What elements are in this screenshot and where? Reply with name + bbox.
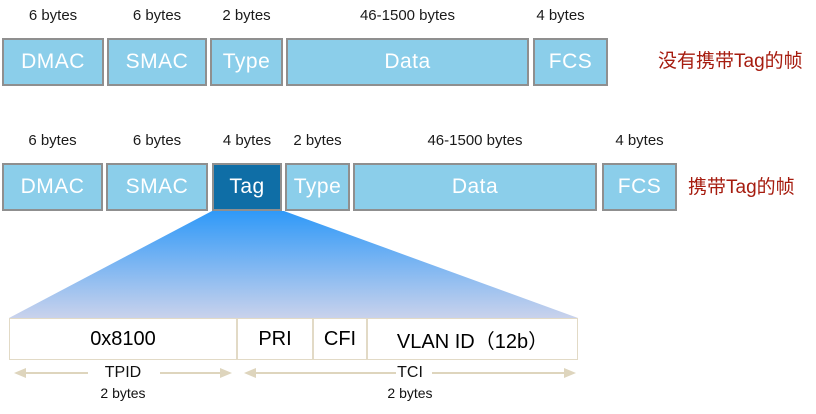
frame-field-type: Type (210, 38, 283, 86)
frame-field-data: Data (286, 38, 529, 86)
frame-field-type: Type (285, 163, 350, 211)
tag-field-vlan-id: VLAN ID（12b） (367, 318, 578, 360)
frame-field-tag: Tag (212, 163, 282, 211)
frame-field-dmac: DMAC (2, 163, 103, 211)
byte-label: 2 bytes (222, 7, 271, 24)
tag-field-pri: PRI (237, 318, 313, 360)
caption-frame-with-tag: 携带Tag的帧 (688, 177, 795, 198)
frame-field-fcs: FCS (602, 163, 677, 211)
byte-label: 46-1500 bytes (427, 132, 523, 149)
byte-label: 6 bytes (132, 132, 182, 149)
span-label-tpid: TPID (104, 364, 142, 381)
frame-field-fcs: FCS (533, 38, 608, 86)
span-label-tci: TCI (397, 364, 423, 381)
tag-field-cfi: CFI (313, 318, 367, 360)
byte-label: 6 bytes (28, 7, 78, 24)
caption-frame-without-tag: 没有携带Tag的帧 (658, 51, 803, 72)
frame-field-smac: SMAC (107, 38, 207, 86)
tag-field-tpid-value: 0x8100 (9, 318, 237, 360)
byte-label: 2 bytes (293, 132, 342, 149)
byte-label: 6 bytes (28, 132, 77, 149)
span-bytes-tci: 2 bytes (387, 385, 433, 401)
frame-field-data: Data (353, 163, 597, 211)
frame-field-smac: SMAC (106, 163, 208, 211)
byte-label: 46-1500 bytes (359, 7, 456, 24)
span-bytes-tpid: 2 bytes (100, 385, 146, 401)
byte-label: 4 bytes (536, 7, 585, 24)
frame-field-dmac: DMAC (2, 38, 104, 86)
byte-label: 4 bytes (222, 132, 272, 149)
byte-label: 4 bytes (615, 132, 664, 149)
byte-label: 6 bytes (132, 7, 182, 24)
